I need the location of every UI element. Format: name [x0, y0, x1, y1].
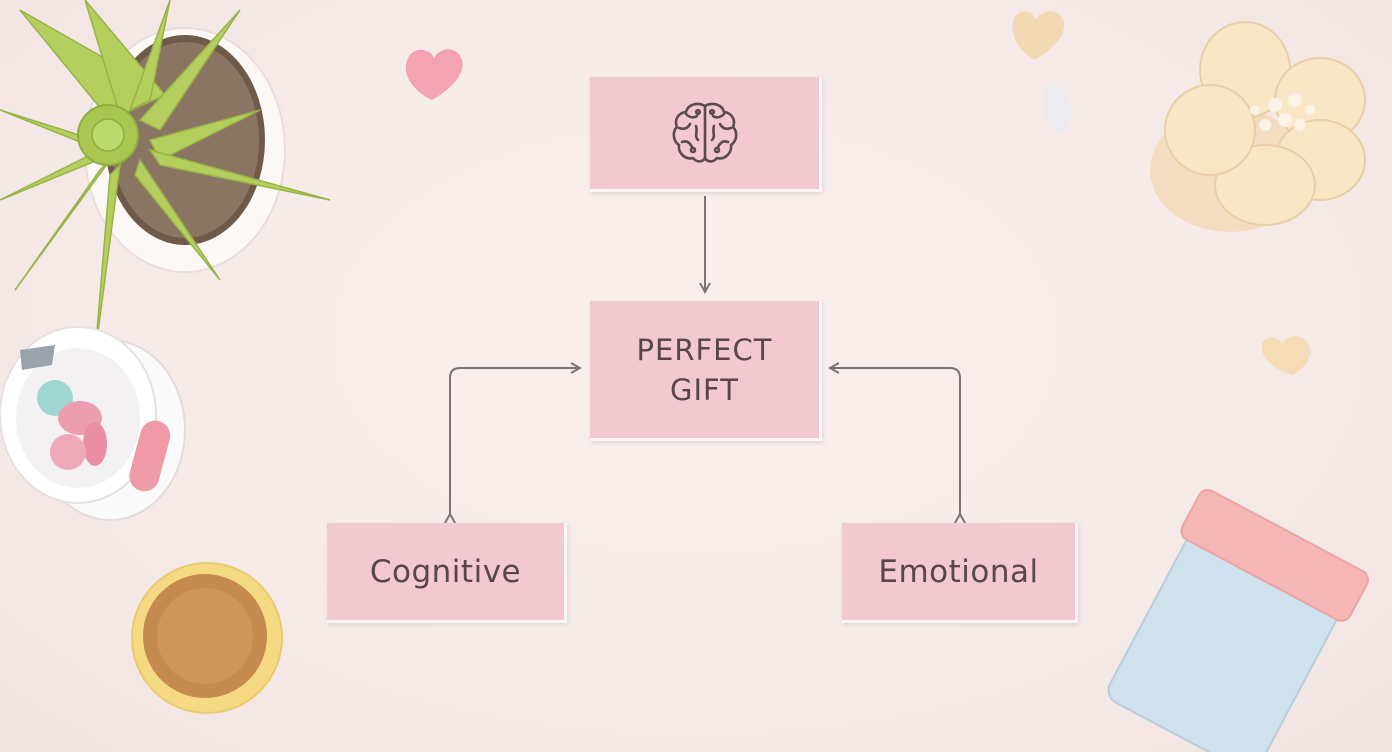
blue-tin-box [1107, 489, 1369, 752]
cream-flower [1150, 21, 1366, 232]
beige-heart [1012, 11, 1065, 61]
arrow-right-center [830, 368, 960, 514]
succulent-plant [0, 0, 331, 356]
emotional-node: Emotional [842, 523, 1078, 623]
beige-heart-small [1261, 336, 1311, 375]
cognitive-label: Cognitive [369, 553, 522, 590]
spice-cup [131, 562, 283, 714]
perfect-gift-node: PERFECT GIFT [590, 301, 822, 441]
cognitive-node: Cognitive [327, 523, 567, 623]
brain-icon [670, 100, 740, 166]
perfect-gift-line2: GIFT [670, 372, 739, 407]
perfect-gift-line1: PERFECT [636, 332, 773, 367]
pink-heart [405, 49, 463, 100]
brain-node [590, 77, 822, 192]
emotional-label: Emotional [878, 553, 1039, 590]
candy-bowl [0, 326, 186, 521]
white-stone [1043, 84, 1071, 132]
arrow-left-center [450, 368, 580, 514]
